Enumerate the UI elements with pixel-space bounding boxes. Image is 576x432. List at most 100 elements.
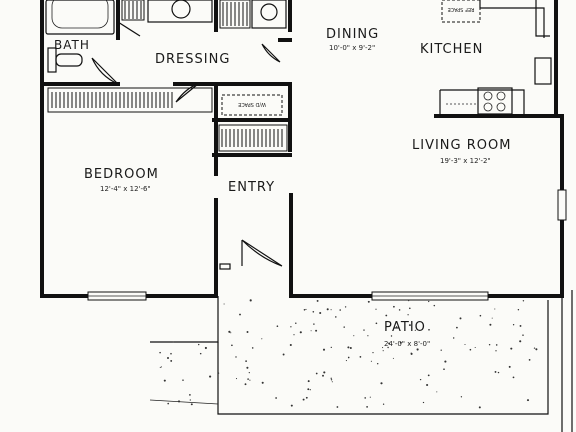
stipple-dot <box>452 337 455 339</box>
stipple-dot <box>307 380 310 383</box>
stipple-dot <box>218 372 220 374</box>
stipple-dot <box>519 324 522 327</box>
stipple-dot <box>182 379 184 381</box>
doors <box>91 21 283 270</box>
stipple-dot <box>522 334 524 336</box>
stipple-dot <box>190 403 193 406</box>
stipple-dot <box>163 379 166 382</box>
ref-space-label: REF SPACE <box>448 6 475 12</box>
stipple-dot <box>459 317 462 320</box>
stipple-dot <box>399 341 402 344</box>
stipple-dot <box>494 308 496 310</box>
stipple-dot <box>419 378 422 381</box>
stipple-dot <box>428 300 430 303</box>
stipple-dot <box>408 324 411 327</box>
stipple-dot <box>512 324 515 326</box>
stipple-dot <box>189 399 191 401</box>
washer-dryer-space: W/D SPACE <box>221 94 283 116</box>
dressing-label: DRESSING <box>155 52 230 67</box>
stipple-dot <box>335 316 337 318</box>
kitchen-label: KITCHEN <box>420 42 483 57</box>
stipple-dot <box>370 360 372 362</box>
stipple-dot <box>375 308 377 310</box>
stipple-dot <box>246 366 249 369</box>
stipple-dot <box>235 378 238 380</box>
stipple-dot <box>289 343 292 347</box>
stipple-dot <box>460 396 463 398</box>
stipple-dot <box>198 343 200 346</box>
patio-dims: 24'-0" x 8'-0" <box>384 340 430 348</box>
stipple-dot <box>172 341 175 343</box>
stipple-dot <box>330 346 332 349</box>
stipple-dot <box>199 352 202 355</box>
stipple-dot <box>474 346 476 349</box>
patio-area <box>149 290 573 432</box>
stipple-dot <box>347 346 350 349</box>
stipple-dot <box>349 346 352 350</box>
entry-label: ENTRY <box>228 180 275 195</box>
stipple-dot <box>313 323 315 325</box>
stipple-dot <box>433 304 436 307</box>
stipple-dot <box>249 379 251 381</box>
stipple-dot <box>363 329 365 331</box>
stipple-dot <box>517 308 520 311</box>
stipple-dot <box>290 404 293 407</box>
stipple-dot <box>416 348 419 351</box>
entry-door-swing <box>241 239 283 267</box>
stipple-dot <box>464 343 466 346</box>
stipple-dot <box>305 396 308 399</box>
stipple-dot <box>479 314 482 317</box>
stipple-dot <box>495 344 498 346</box>
stipple-dot <box>345 360 347 362</box>
bath-door-swing <box>91 57 119 85</box>
stipple-dot <box>347 356 350 359</box>
stipple-dot <box>189 394 191 396</box>
stipple-dot <box>376 362 379 365</box>
stipple-dot <box>497 371 500 374</box>
stipple-dot <box>228 330 231 333</box>
stipple-dot <box>339 309 342 311</box>
stipple-dot <box>160 366 162 368</box>
stipple-dot <box>510 347 513 350</box>
stipple-dot <box>436 391 438 393</box>
stipple-dot <box>177 400 181 403</box>
stipple-dot <box>491 317 493 319</box>
stipple-dot <box>414 329 416 331</box>
stipple-dot <box>393 305 395 308</box>
stipple-dot <box>382 403 385 405</box>
stipple-dot <box>428 328 430 331</box>
stipple-dot <box>409 307 411 310</box>
stipple-dot <box>422 401 425 404</box>
stipple-dot <box>290 326 292 328</box>
stipple-dot <box>494 370 497 373</box>
stipple-dot <box>319 311 322 315</box>
stipple-dot <box>456 326 458 329</box>
stipple-dot <box>261 381 264 384</box>
stipple-dot <box>261 338 263 340</box>
stipple-dot <box>282 353 285 356</box>
entry-closet-rail <box>221 129 283 147</box>
stipple-dot <box>388 342 391 345</box>
stipple-dot <box>330 309 332 311</box>
kitchen-sink <box>534 57 552 85</box>
stipple-dot <box>276 325 279 328</box>
interior-walls <box>40 0 292 176</box>
closet-door-swing <box>261 43 281 63</box>
stipple-dot <box>336 406 339 408</box>
stipple-dot <box>440 349 442 351</box>
stipple-dot <box>305 308 307 310</box>
stipple-dot <box>359 356 362 358</box>
stipple-dot <box>309 389 311 391</box>
stipple-dot <box>364 397 367 399</box>
cooktop <box>477 87 513 115</box>
bathtub <box>45 0 115 35</box>
stipple-dot <box>230 332 232 334</box>
stipple-dot <box>322 348 326 351</box>
bath-fixtures <box>45 0 287 73</box>
stipple-dot <box>519 340 522 343</box>
patio-label: PATIO <box>384 320 426 335</box>
patio-stipple <box>159 299 538 409</box>
stipple-dot <box>315 372 318 375</box>
bath-closet-rail <box>124 1 142 19</box>
stipple-dot <box>231 344 233 347</box>
